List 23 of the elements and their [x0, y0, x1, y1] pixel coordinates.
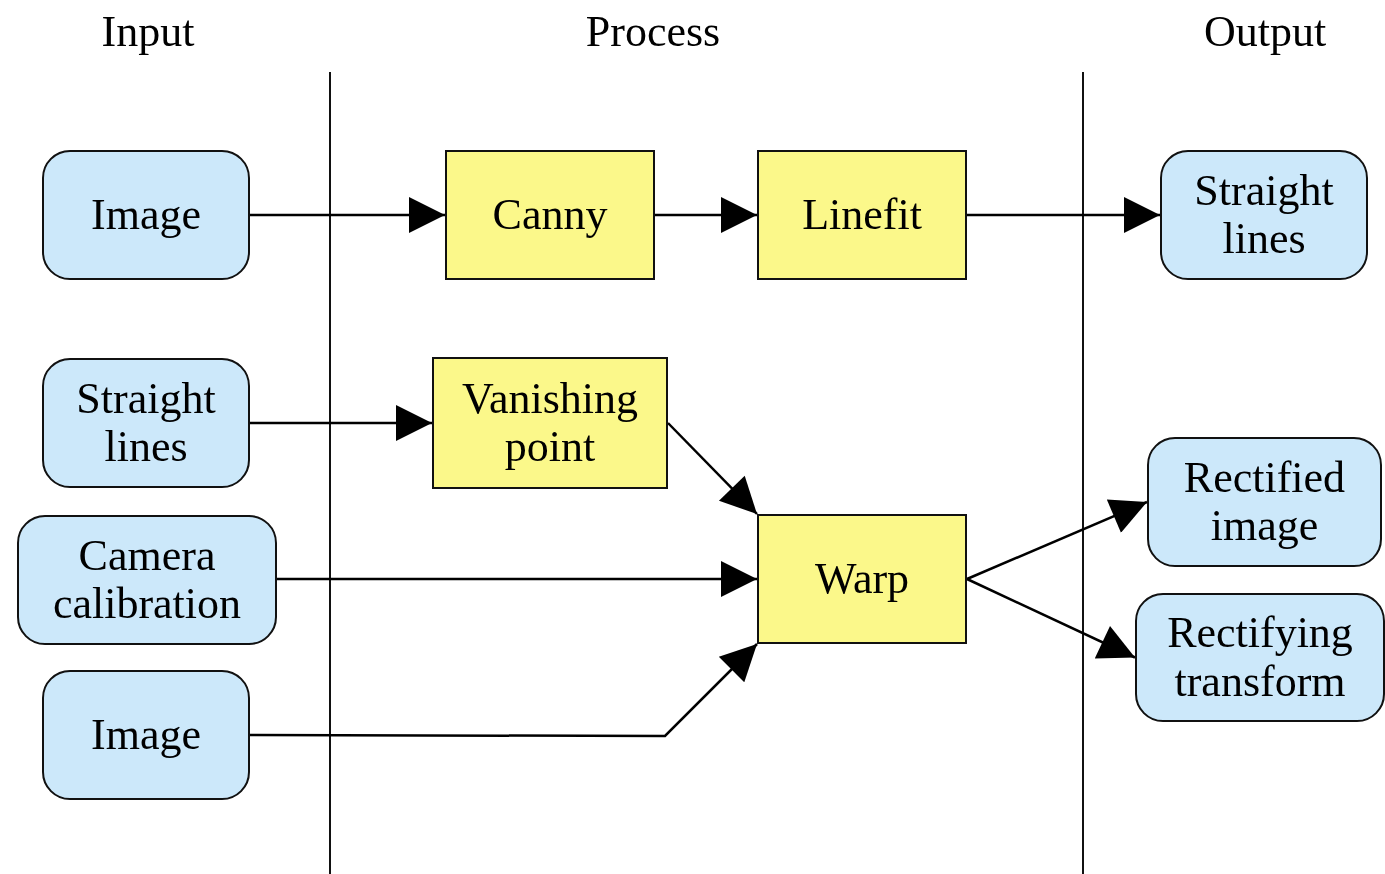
- arrow: [277, 561, 757, 597]
- arrow: [250, 197, 445, 233]
- column-heading: Process: [585, 6, 721, 57]
- arrow: [250, 643, 758, 738]
- data-box: Rectified image: [1147, 437, 1382, 567]
- data-box: Straight lines: [1160, 150, 1368, 280]
- data-box: Camera calibration: [17, 515, 277, 645]
- process-box: Warp: [757, 514, 967, 644]
- arrow: [667, 422, 758, 515]
- data-box: Straight lines: [42, 358, 250, 488]
- data-box: Rectifying transform: [1135, 593, 1385, 722]
- column-heading: Output: [1203, 6, 1327, 57]
- arrow: [967, 197, 1160, 233]
- column-heading: Input: [101, 6, 195, 57]
- arrow: [966, 577, 1136, 659]
- arrow: [966, 499, 1148, 581]
- data-box: Image: [42, 670, 250, 800]
- process-box: Vanishing point: [432, 357, 668, 489]
- arrow: [655, 197, 757, 233]
- data-box: Image: [42, 150, 250, 280]
- process-box: Linefit: [757, 150, 967, 280]
- arrow: [250, 405, 432, 441]
- process-box: Canny: [445, 150, 655, 280]
